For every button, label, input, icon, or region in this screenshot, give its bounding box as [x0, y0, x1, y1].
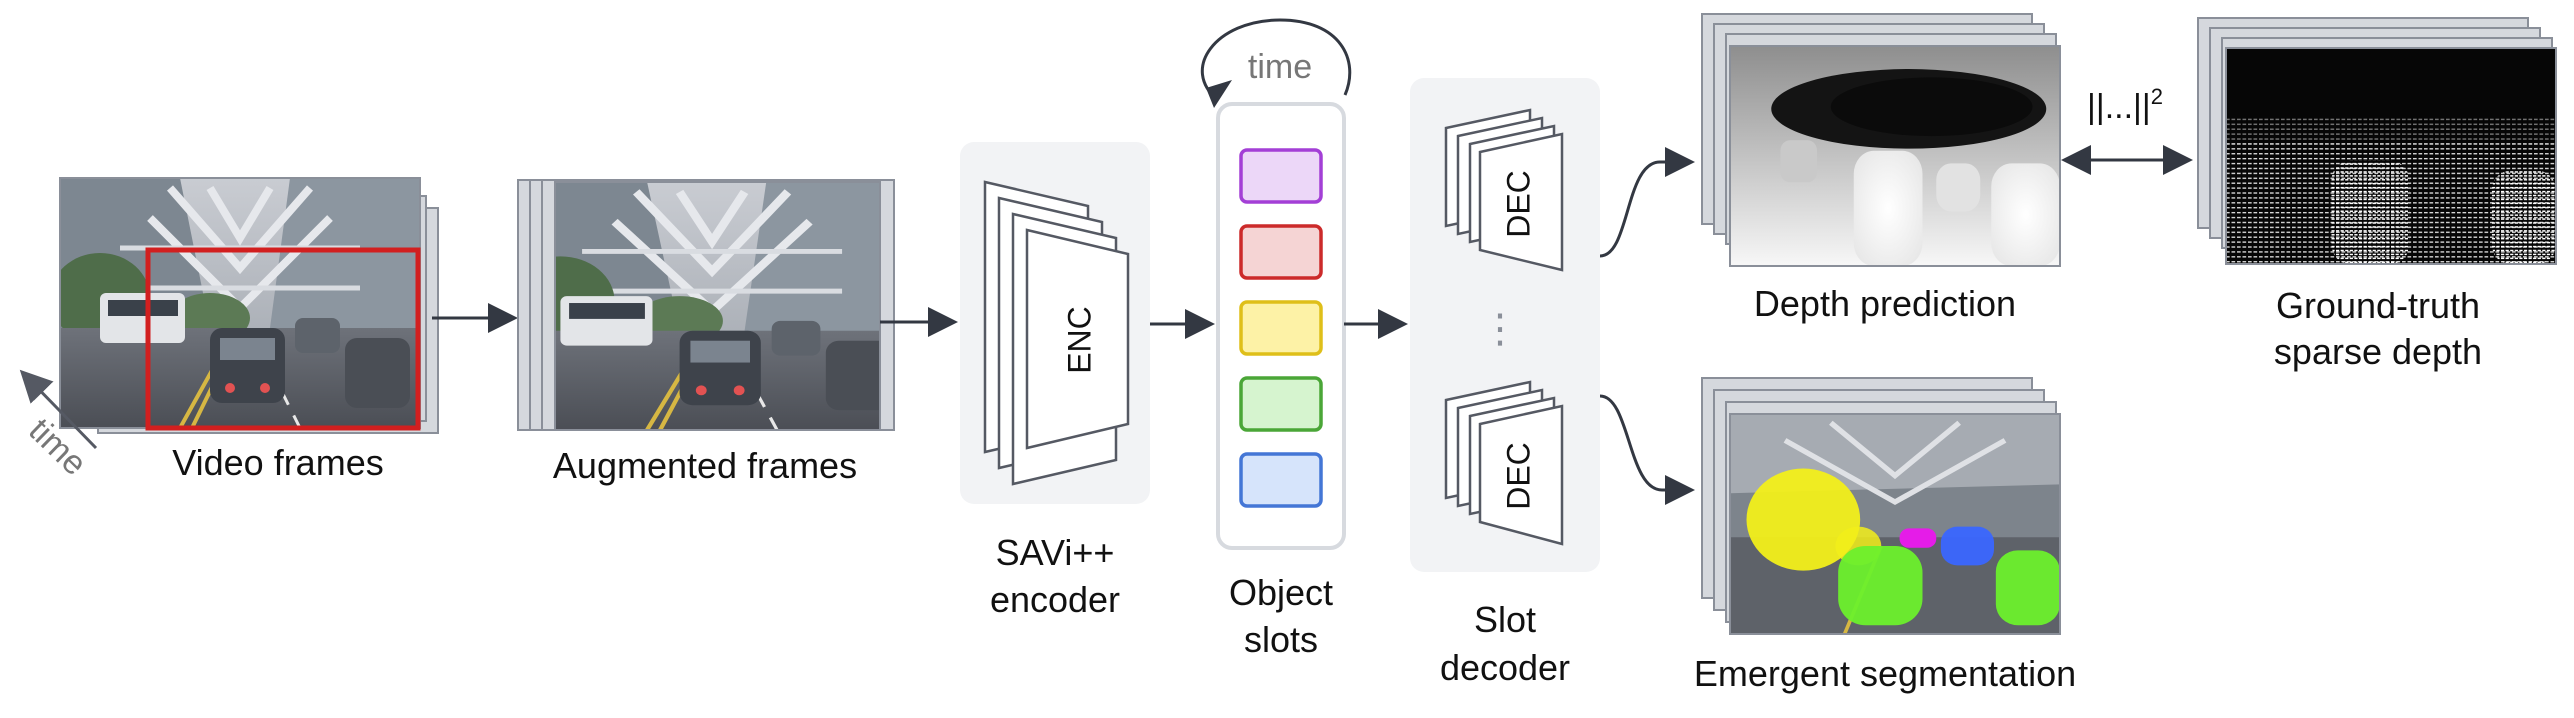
augmented-frames-label: Augmented frames	[553, 445, 857, 486]
augmented-frame-image	[506, 182, 907, 430]
object-slot-2	[1239, 224, 1323, 280]
decoder-bottom-stack: DEC	[1444, 380, 1564, 546]
dec-text-top: DEC	[1500, 170, 1536, 238]
object-slots-column: time	[1200, 18, 1352, 550]
encoder-label-line1: SAVi++	[996, 532, 1115, 573]
video-frame-image	[50, 178, 420, 428]
arrow-decoder-to-depth	[1599, 147, 1695, 258]
decoder-ellipsis: ⋮	[1480, 307, 1520, 351]
encoder-label-line2: encoder	[990, 579, 1120, 620]
augmented-frames-stack	[506, 179, 907, 431]
slot-time-label: time	[1248, 48, 1312, 86]
video-frames-stack	[50, 177, 439, 434]
depth-prediction-image	[1730, 46, 2060, 266]
crop-box	[145, 247, 421, 431]
segmentation-stack	[1701, 377, 2061, 635]
ground-truth-label-line2: sparse depth	[2274, 331, 2482, 372]
dec-text-bottom: DEC	[1500, 442, 1536, 510]
object-slot-3	[1239, 300, 1323, 356]
slots-label-line2: slots	[1244, 619, 1318, 660]
slot-list	[1239, 148, 1323, 508]
decoder-label-line1: Slot	[1474, 599, 1536, 640]
slots-label-line1: Object	[1229, 572, 1333, 613]
object-slot-1	[1239, 148, 1323, 204]
depth-prediction-label: Depth prediction	[1754, 283, 2016, 324]
encoder-block: ENC	[960, 142, 1150, 504]
decoder-label-line2: decoder	[1440, 647, 1570, 688]
segmentation-image	[1730, 414, 2060, 634]
ground-truth-image	[2226, 48, 2556, 264]
loss-norm-text: ||...||2	[2087, 84, 2163, 126]
ground-truth-label-line1: Ground-truth	[2276, 285, 2480, 326]
enc-text: ENC	[1061, 306, 1097, 374]
slot-time-loop	[1200, 18, 1352, 102]
decoder-top-stack: DEC	[1444, 108, 1564, 272]
video-frames-label: Video frames	[172, 442, 383, 483]
object-slot-5	[1239, 452, 1323, 508]
slot-time-loop-head	[1206, 80, 1232, 108]
object-slot-4	[1239, 376, 1323, 432]
ground-truth-stack	[2197, 17, 2557, 265]
depth-prediction-stack	[1701, 13, 2061, 267]
segmentation-label: Emergent segmentation	[1694, 653, 2076, 694]
decoder-block: DEC ⋮ DEC	[1410, 78, 1600, 572]
loss-connector: ||...||2	[2061, 84, 2193, 175]
arrow-decoder-to-segmentation	[1599, 394, 1695, 505]
